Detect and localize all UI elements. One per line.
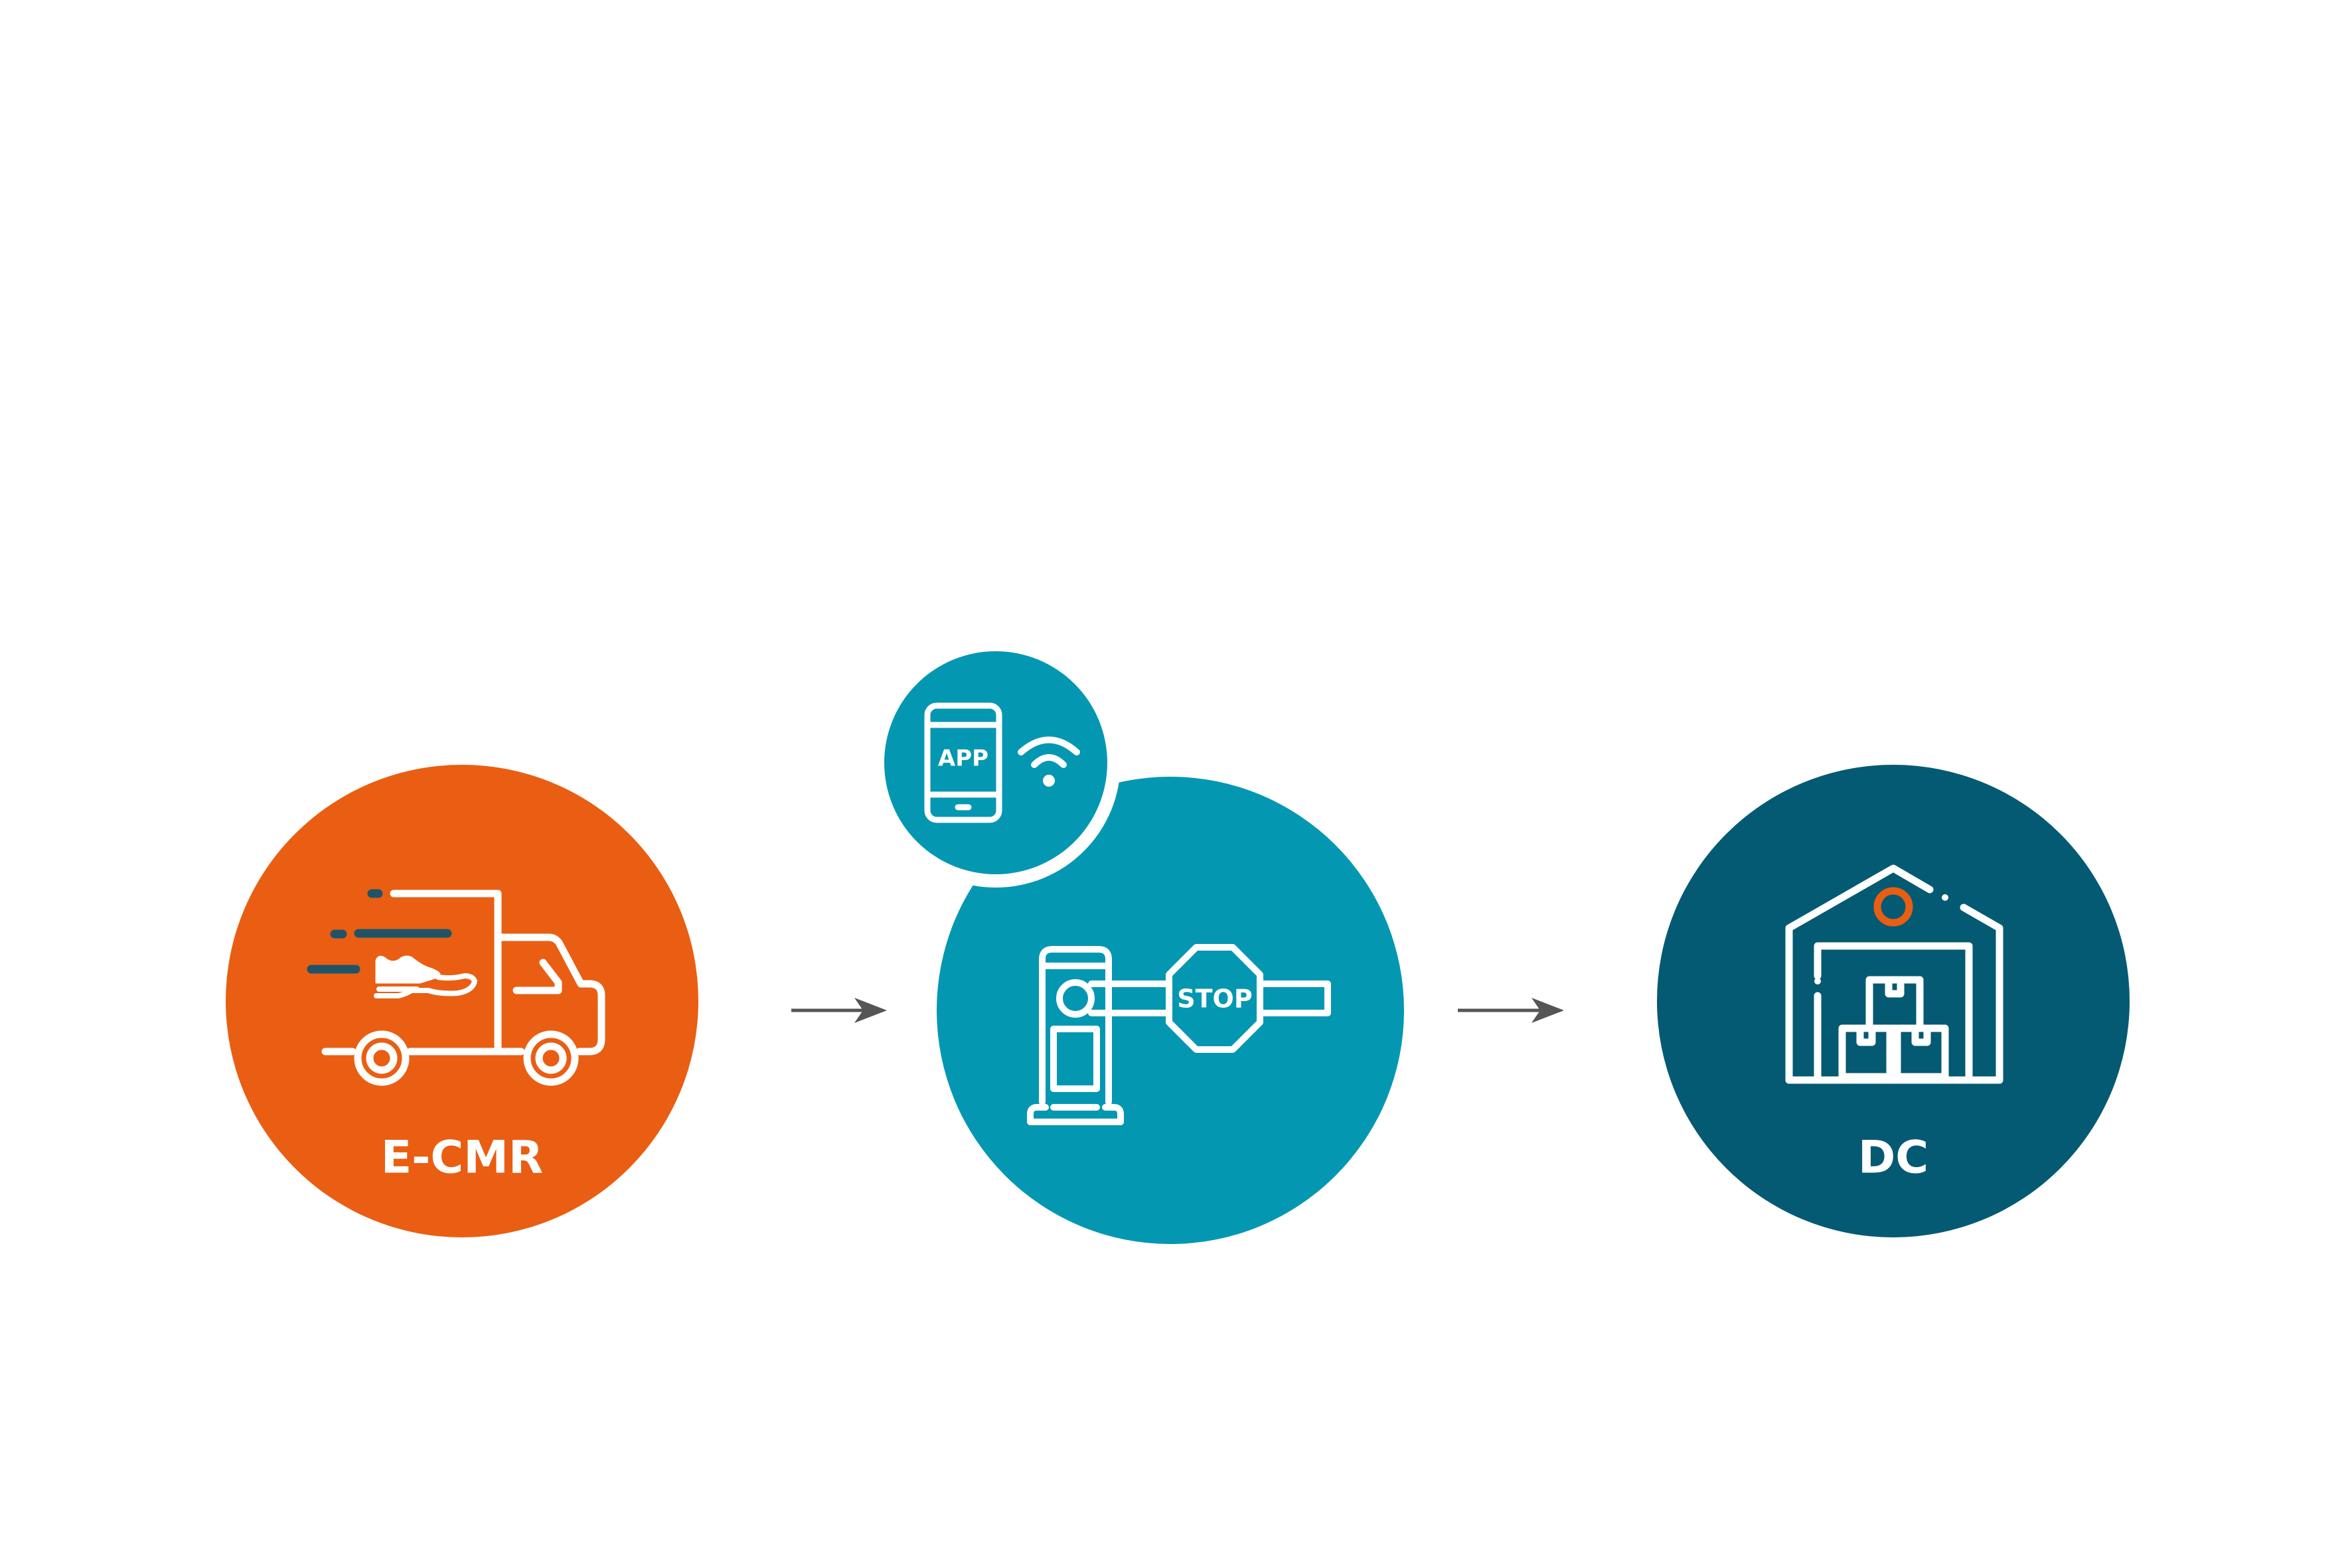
app-badge-text: APP bbox=[938, 745, 988, 772]
arrow-right-icon bbox=[791, 998, 887, 1023]
smartphone-app-icon bbox=[924, 702, 1002, 823]
step-gate: APP STOP bbox=[871, 638, 1404, 1244]
app-badge-circle bbox=[884, 651, 1107, 874]
step-ecmr: E-CMR bbox=[226, 765, 698, 1237]
warehouse-icon bbox=[1785, 864, 2003, 1084]
stop-sign-text: STOP bbox=[1177, 984, 1252, 1014]
delivery-truck-icon bbox=[307, 889, 605, 1086]
step-dc: DC bbox=[1657, 765, 2130, 1237]
step-ecmr-label: E-CMR bbox=[381, 1132, 544, 1184]
arrow-right-icon bbox=[1458, 998, 1564, 1023]
app-badge: APP bbox=[884, 651, 1107, 874]
gate-barrier-stop-icon bbox=[1027, 944, 1331, 1125]
step-dc-label: DC bbox=[1858, 1132, 1928, 1184]
step-dc-circle bbox=[1657, 765, 2130, 1237]
location-pin-icon bbox=[1873, 887, 1913, 927]
step-ecmr-circle bbox=[226, 765, 698, 1237]
wifi-signal-icon bbox=[1018, 736, 1080, 787]
